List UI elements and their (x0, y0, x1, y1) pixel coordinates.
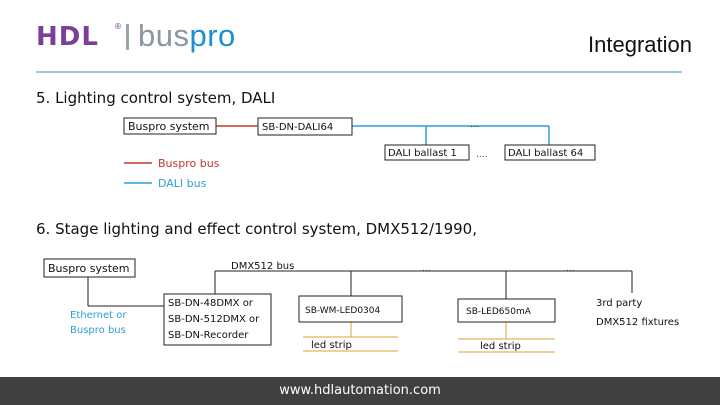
dmx-buspro-system-label: Buspro system (48, 262, 130, 275)
buspro-system-label: Buspro system (128, 120, 210, 133)
dali-module-box (257, 117, 353, 136)
strip-2-label: led strip (480, 341, 521, 352)
logo-buspro: buspro (138, 18, 236, 54)
led0304-box (298, 295, 403, 323)
dmx-module-box (163, 293, 272, 346)
dali-ballast-64-label: DALI ballast 64 (508, 148, 583, 159)
led650-label: SB-LED650mA (466, 307, 532, 317)
dali-ballast-1-label: DALI ballast 1 (388, 148, 457, 159)
logo-hdl: HDL (36, 22, 99, 52)
led650-box (457, 298, 556, 323)
dmx-bus-label: DMX512 bus (231, 261, 294, 272)
dali-ballast-64-box (504, 144, 596, 161)
dali-ellipsis-mid: .... (476, 150, 487, 160)
dali-ellipsis-top: ... (470, 120, 479, 130)
third-party-line-2: DMX512 fixtures (596, 317, 679, 328)
logo-separator (126, 24, 129, 50)
strip-1-label: led strip (311, 340, 352, 351)
led0304-label: SB-WM-LED0304 (305, 306, 380, 316)
page-title: Integration (588, 32, 692, 57)
legend-dali-label: DALI bus (158, 177, 207, 190)
third-party-box (592, 293, 686, 333)
dmx-ellipsis-2: ... (566, 264, 575, 274)
logo-bus-text: bus (138, 18, 190, 53)
footer-url[interactable]: www.hdlautomation.com (279, 383, 441, 398)
dmx-ellipsis-1: ... (422, 264, 431, 274)
legend-buspro-label: Buspro bus (158, 157, 220, 170)
dali-module-label: SB-DN-DALI64 (262, 122, 333, 133)
ethernet-label-2: Buspro bus (70, 325, 126, 336)
dmx-buspro-system-box (43, 258, 136, 278)
dmx-module-line-2: SB-DN-512DMX or (168, 314, 260, 325)
dmx-module-line-1: SB-DN-48DMX or (168, 298, 254, 309)
logo-registered-mark: ® (114, 22, 122, 31)
footer-bar (0, 377, 720, 405)
dali-ballast-1-box (384, 144, 470, 161)
section-heading-dali: 5. Lighting control system, DALI (36, 89, 276, 107)
ethernet-label-1: Ethernet or (70, 310, 127, 321)
logo-pro-text: pro (189, 18, 236, 53)
third-party-line-1: 3rd party (596, 298, 642, 309)
buspro-system-box (123, 117, 217, 135)
section-heading-dmx: 6. Stage lighting and effect control sys… (36, 220, 477, 238)
header-divider (36, 71, 682, 73)
dmx-module-line-3: SB-DN-Recorder (168, 330, 249, 341)
